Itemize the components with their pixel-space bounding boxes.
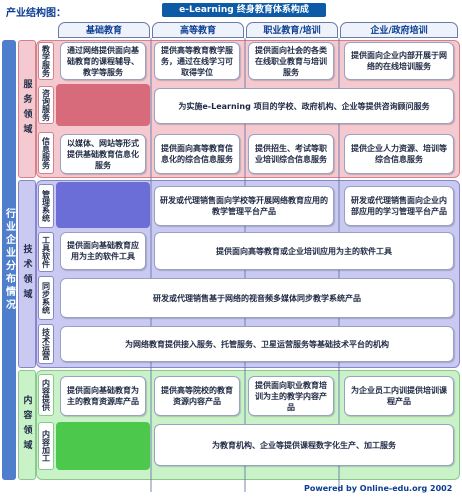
consulting-cell: 为实施e-Learning 项目的学校、政府机构、企业等提供咨询顾问服务 [154, 88, 454, 124]
provide-enterprise-cell: 为企业员工内训提供培训课程产品 [344, 376, 454, 416]
page-title: 产业结构图： [6, 8, 66, 19]
teaching-enterprise-cell: 提供面向企业内部开展于网络的在线培训服务 [344, 42, 454, 80]
row-label-provide: 内容提供 [38, 374, 54, 416]
row-label-teaching: 教学服务 [38, 42, 54, 80]
group-label-service: 服务领域 [18, 40, 36, 178]
tools-higher-cell: 提供面向高等教育或企业培训应用为主的软件工具 [154, 232, 454, 270]
row-label-mgmt: 管理系统 [38, 184, 54, 228]
tools-basic-cell: 提供面向基础教育应用为主的软件工具 [60, 232, 146, 270]
provide-higher-cell: 提供高等院校的教育资源内容产品 [154, 376, 240, 416]
row-label-tools: 工具软件 [38, 232, 54, 272]
process-basic-empty [56, 422, 150, 470]
teaching-higher-cell: 提供高等教育教学服务，通过在线学习可取得学位 [154, 42, 240, 80]
column-header-enterprise: 企业/政府培训 [340, 22, 458, 38]
process-cell: 为教育机构、企业等提供课程数字化生产、加工服务 [154, 424, 454, 466]
info-vocational-cell: 提供招生、考试等职业培训综合信息服务 [248, 134, 334, 174]
diagram-banner: e-Learning 终身教育体系构成 [162, 3, 326, 17]
teaching-basic-cell: 通过网络提供面向基础教育的课程辅导、教学等服务 [60, 42, 146, 80]
mgmt-basic-empty [56, 182, 150, 228]
info-basic-cell: 以媒体、网站等形式提供基础教育信息化服务 [60, 134, 146, 174]
column-header-higher: 高等教育 [152, 22, 244, 38]
info-higher-cell: 提供面向高等教育信息化的综合信息服务 [154, 134, 240, 174]
sync-cell: 研发或代理销售基于网络的视音频多媒体同步教学系统产品 [60, 278, 454, 318]
row-label-process: 内容加工 [38, 422, 54, 470]
row-label-consulting: 咨询服务 [38, 86, 54, 124]
column-header-vocational: 职业教育/培训 [246, 22, 338, 38]
mgmt-school-cell: 研发或代理销售面向学校等开展网络教育应用的教学管理平台产品 [154, 186, 334, 226]
row-label-ops: 技术运营 [38, 324, 54, 364]
group-label-tech: 技术领域 [18, 180, 36, 368]
column-divider [150, 38, 152, 492]
provide-vocational-cell: 提供面向职业教育培训为主的教学内容产品 [248, 376, 334, 416]
mgmt-enterprise-cell: 研发或代理销售面向企业内部应用的学习管理平台产品 [344, 186, 454, 226]
row-label-info: 信息服务 [38, 132, 54, 174]
column-header-basic: 基础教育 [58, 22, 150, 38]
consulting-basic-empty [56, 84, 150, 126]
group-label-content: 内容领域 [18, 370, 36, 480]
info-enterprise-cell: 提供企业人力资源、培训等综合信息服务 [344, 134, 454, 174]
teaching-vocational-cell: 提供面向社会的各类在线职业教育与培训服务 [248, 42, 334, 80]
left-category-label: 行业企业分布情况 [2, 40, 16, 480]
row-label-sync: 同步系统 [38, 276, 54, 320]
footer-credit: Powered by Online-edu.org 2002 [304, 484, 453, 493]
provide-basic-cell: 提供面向基础教育为主的教育资源库产品 [60, 376, 146, 416]
ops-cell: 为网络教育提供接入服务、托管服务、卫星运营服务等基础技术平台的机构 [60, 326, 454, 362]
